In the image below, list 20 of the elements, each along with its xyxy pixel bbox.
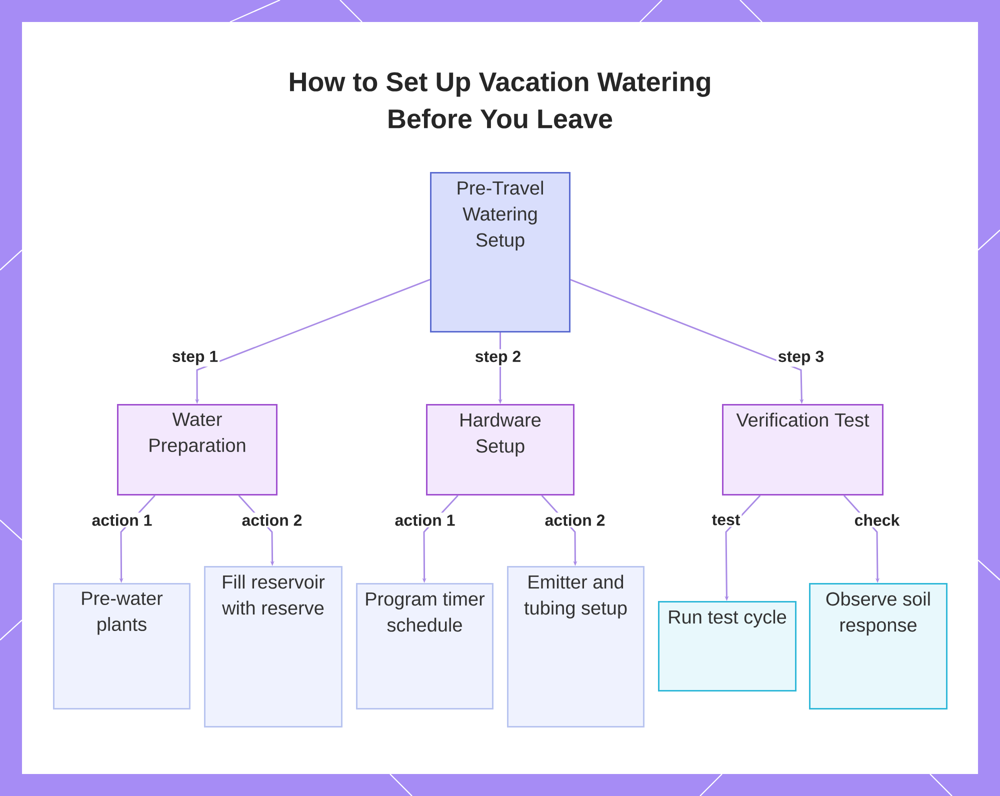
task-box: Program timer schedule (356, 583, 494, 710)
edge-label: step 3 (776, 349, 826, 367)
task-box: Observe soil response (809, 583, 948, 710)
edge-label: action 1 (90, 512, 154, 528)
edge-label: action 2 (240, 512, 304, 528)
edge-label: action 1 (393, 512, 457, 528)
edge-label: step 1 (170, 349, 220, 367)
edge-label: test (710, 513, 742, 527)
category-box: Hardware Setup (426, 404, 574, 496)
title: How to Set Up Vacation Watering Before You Leave (290, 72, 710, 128)
edge-label: action 2 (543, 512, 607, 528)
task-box: Pre-water plants (53, 583, 190, 710)
category-box: Water Preparation (117, 404, 278, 496)
task-box: Emitter and tubing setup (507, 566, 644, 728)
root-box: Pre-Travel Watering Setup (430, 172, 570, 332)
task-box: Fill reservoir with reserve (204, 566, 342, 728)
task-box: Run test cycle (658, 601, 797, 692)
edge-label: step 2 (473, 349, 523, 367)
category-box: Verification Test (722, 404, 884, 496)
edge-label: check (852, 512, 902, 528)
